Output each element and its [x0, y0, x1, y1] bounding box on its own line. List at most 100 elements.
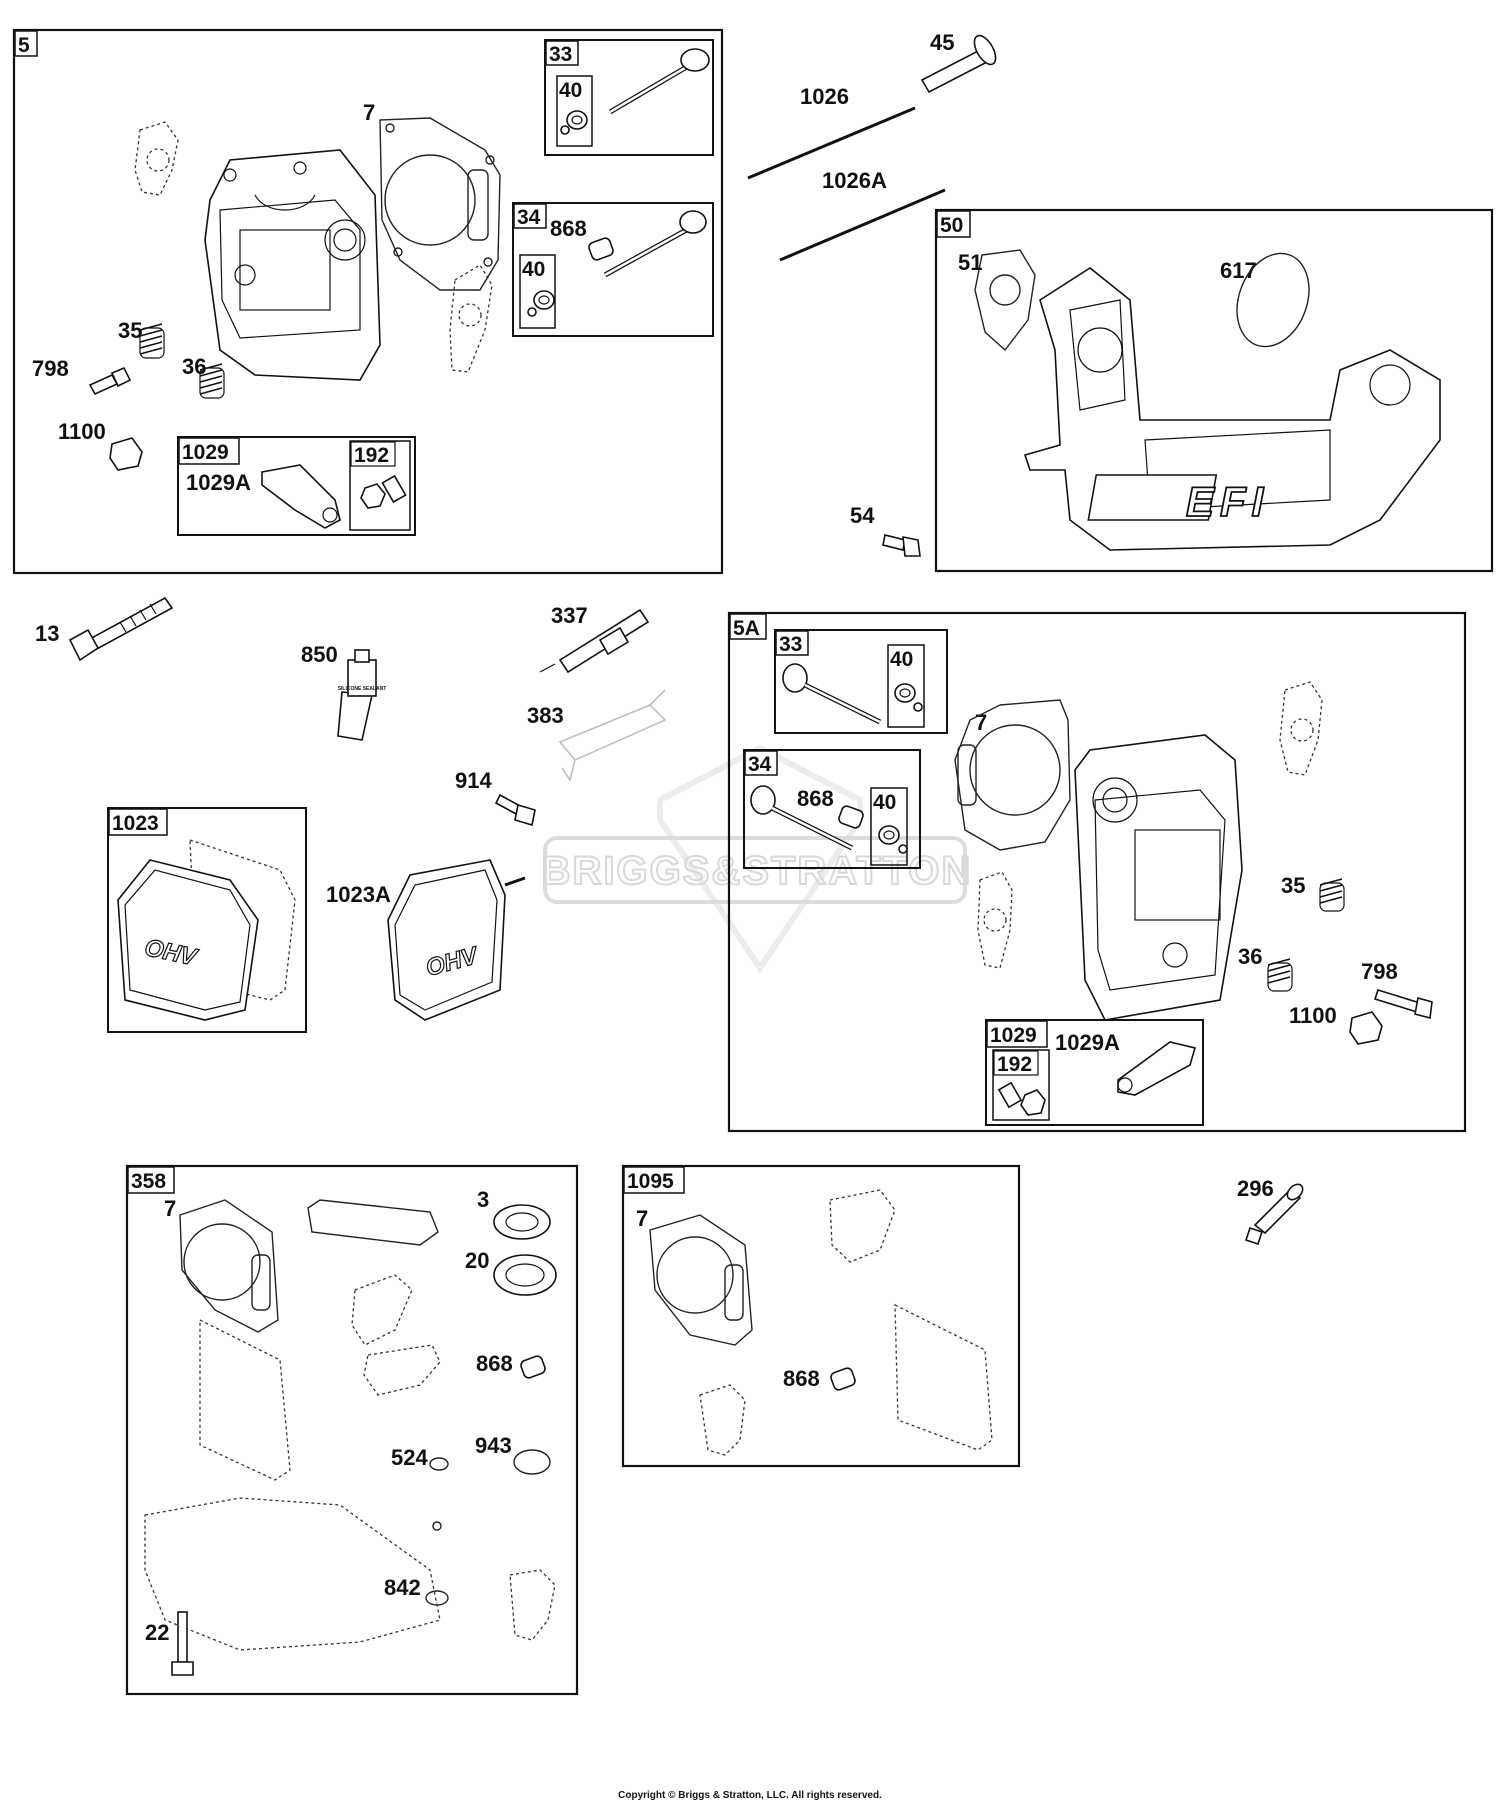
valve-seal-icon — [520, 1355, 546, 1379]
box-5-tag — [14, 30, 38, 57]
exhaust-gasket-port-icon — [458, 303, 482, 327]
box-1095-tag — [623, 1166, 685, 1194]
label-20: 20 — [465, 1248, 489, 1273]
cylinder-head-icon — [1074, 734, 1243, 1021]
label-1029A: 1029A — [186, 470, 251, 495]
copyright-text: Copyright © Briggs & Stratton, LLC. All … — [618, 1790, 882, 1801]
valve-guide-icon — [920, 34, 997, 94]
pin-icon — [1244, 1183, 1304, 1246]
valve-seal-icon — [830, 1367, 856, 1391]
valve-icon — [603, 210, 707, 278]
breather-icon — [109, 437, 143, 471]
valve-cover-gasket-icon — [199, 1318, 291, 1481]
bolt-icon — [171, 1611, 194, 1676]
bolt-icon — [882, 534, 921, 557]
pushrod-icon — [779, 188, 946, 262]
label-22: 22 — [145, 1620, 169, 1645]
box-192a-frame — [992, 1049, 1050, 1121]
exhaust-gasket-icon — [363, 1344, 441, 1396]
intake-gasket-icon — [134, 121, 179, 196]
box-5-frame — [12, 28, 724, 575]
box-50-label: 50 — [940, 214, 963, 237]
box-34a-frame — [743, 749, 921, 869]
box-33a-frame — [774, 629, 948, 734]
intake-gasket-icon — [509, 1569, 556, 1641]
head-gasket-icon — [379, 117, 501, 291]
box-358-tag — [127, 1166, 175, 1194]
label-1100: 1100 — [1289, 1003, 1337, 1028]
box-33a-tag — [775, 630, 809, 656]
box-1095-label: 1095 — [627, 1170, 674, 1193]
intake-gasket-icon — [351, 1274, 413, 1346]
label-842: 842 — [384, 1575, 421, 1600]
label-45: 45 — [930, 30, 954, 55]
o-ring-icon — [432, 1521, 442, 1531]
valve-icon — [750, 785, 854, 851]
intake-manifold-icon: EFI — [1023, 267, 1441, 551]
sealant-tube-icon: SILICONE SEALANT — [337, 649, 386, 741]
nut-icon — [1020, 1089, 1046, 1116]
o-ring-icon — [513, 1449, 551, 1475]
box-40-label: 40 — [559, 79, 582, 102]
label-868: 868 — [550, 216, 587, 241]
box-192-label: 192 — [354, 444, 389, 467]
spring-icon — [139, 323, 165, 359]
box-34-frame — [512, 202, 714, 337]
valve-retainer-icon — [527, 290, 555, 317]
box-1029-tag — [178, 437, 240, 465]
label-1026A: 1026A — [822, 168, 887, 193]
box-33-label: 33 — [549, 43, 572, 66]
label-13: 13 — [35, 621, 59, 646]
exhaust-gasket-icon — [449, 264, 493, 373]
box-1029a-tag — [986, 1020, 1048, 1048]
breather-icon — [1349, 1011, 1383, 1045]
label-914: 914 — [455, 768, 492, 793]
pushrod-icon — [747, 106, 916, 180]
box-40b-frame — [519, 254, 556, 329]
spring-icon — [1267, 958, 1293, 992]
box-1023-tag — [108, 808, 168, 836]
label-1023A: 1023A — [326, 882, 391, 907]
valve-cover-icon: OHV — [387, 859, 526, 1021]
oil-seal-icon — [493, 1254, 557, 1296]
o-ring-icon — [425, 1590, 449, 1606]
label-868: 868 — [797, 786, 834, 811]
exhaust-gasket-icon — [977, 871, 1013, 969]
watermark-text: BRIGGS&STRATTON — [542, 849, 973, 893]
box-33-frame — [544, 39, 714, 156]
label-943: 943 — [475, 1433, 512, 1458]
group-358: 358 7 3 20 868 524 943 842 22 — [125, 1164, 579, 1696]
box-192a-label: 192 — [997, 1053, 1032, 1076]
box-1095-frame — [621, 1164, 1021, 1468]
cover-gasket-icon — [307, 1199, 439, 1246]
box-1023-label: 1023 — [112, 812, 159, 835]
label-1029A: 1029A — [1055, 1030, 1120, 1055]
box-5a-label: 5A — [733, 617, 760, 640]
label-1100: 1100 — [58, 419, 106, 444]
intake-gasket-port-icon — [146, 148, 170, 172]
rocker-arm-icon — [1117, 1041, 1197, 1096]
group-1095: 1095 7 868 — [621, 1164, 1021, 1468]
intake-gasket-icon — [829, 1189, 896, 1263]
box-192-tag — [350, 441, 396, 467]
box-33-tag — [545, 40, 579, 66]
o-ring-icon — [1236, 252, 1310, 348]
label-1026: 1026 — [800, 84, 849, 109]
label-54: 54 — [850, 503, 875, 528]
valve-retainer-icon — [560, 110, 588, 135]
box-192-frame — [349, 440, 411, 531]
box-50-tag — [936, 210, 971, 238]
spark-plug-wire-icon — [558, 689, 667, 782]
label-36: 36 — [1238, 944, 1262, 969]
bolt-icon — [88, 366, 132, 396]
label-798: 798 — [32, 356, 69, 381]
box-5a-tag — [729, 613, 767, 640]
label-7: 7 — [636, 1206, 648, 1231]
box-1029-label: 1029 — [182, 441, 229, 464]
label-36: 36 — [182, 354, 206, 379]
label-798: 798 — [1361, 959, 1398, 984]
head-gasket-icon — [649, 1214, 753, 1346]
box-34-tag — [513, 203, 547, 229]
group-50: 50 51 617 EFI — [934, 208, 1494, 573]
